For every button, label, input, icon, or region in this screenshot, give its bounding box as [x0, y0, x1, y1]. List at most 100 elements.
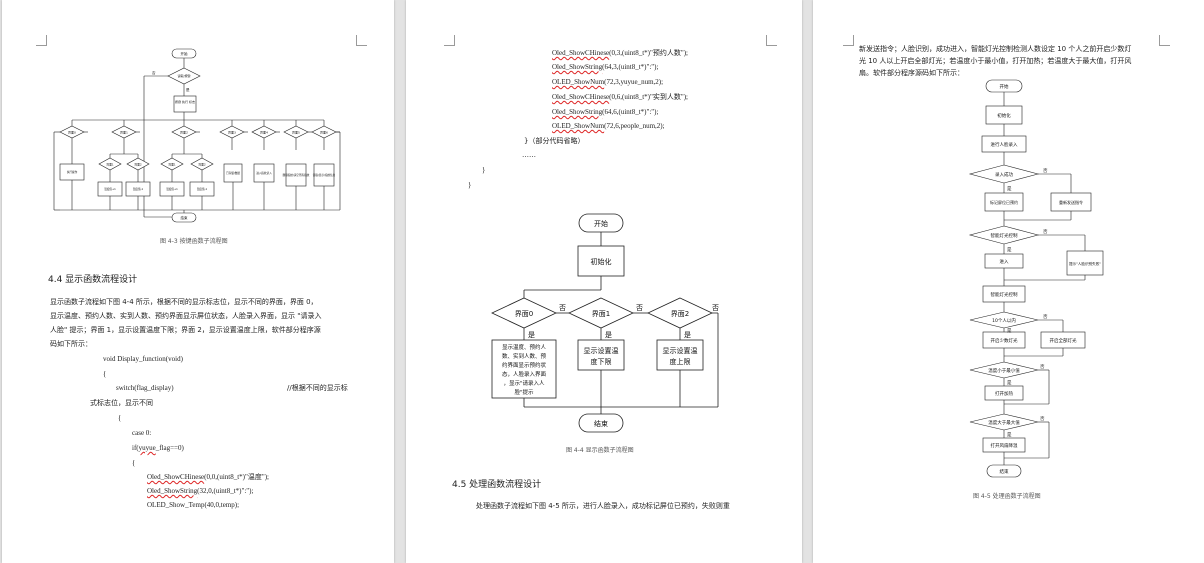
- code-line: Oled_ShowString(64,6,(uint8_t*)":");: [552, 108, 659, 116]
- flow-decision-enroll-success-label: 录入成功: [995, 171, 1013, 178]
- flow-box-resend-label: 重新发送指令: [1059, 199, 1083, 205]
- flow-init-label: 初始化: [997, 112, 1011, 119]
- paragraph-line-1: 新发送指令；人脸识别，成功进入，智能灯光控制检测人数设定 10 个人之前开启少数…: [859, 45, 1132, 53]
- flow-decision-temp-min-label: 温度小于最小值: [988, 367, 1020, 374]
- figure-4-4-display-flowchart: 开始 初始化 界面0 界面1 界面2 否 否 否 是 是 是 显示温度、预约人 …: [491, 213, 719, 433]
- code-line: Oled_ShowCHinese(0,3,(uint8_t*)"预约人数");: [552, 49, 688, 57]
- flow-end-label: 结束: [1000, 468, 1009, 475]
- flow-end-terminator: [578, 413, 624, 433]
- flow-yes-label: 是: [1007, 186, 1012, 192]
- code-line: OLED_ShowNum(72,3,yuyue_num,2);: [552, 78, 664, 86]
- flow-no-label: 否: [1043, 314, 1048, 320]
- flow-no-label: 否: [636, 304, 643, 312]
- code-brace-2: {: [118, 414, 122, 422]
- flow-action-box-label: 温度值-1: [133, 187, 144, 191]
- paragraph-line-1: 处理函数子流程如下图 4-5 所示，进行人脸录入，成功标记屏位已预约，失败则重: [476, 502, 730, 510]
- flow-decision-screen1-label: 界面1: [592, 310, 610, 318]
- code-closing-brace-1: }: [482, 166, 486, 174]
- flow-box-set-flag: [173, 95, 197, 113]
- flow-action-box-label: 进入指纹录入: [256, 171, 272, 175]
- figure-4-4-caption: 图 4-4 显示函数子流程图: [566, 447, 634, 454]
- flow-sub-decision-label: 界面2: [198, 163, 206, 167]
- flow-yes-label: 是: [1007, 432, 1012, 438]
- flow-no-label: 否: [1040, 416, 1045, 422]
- flow-start-label: 开始: [1000, 83, 1009, 90]
- flow-box-face-fail-prompt: [1066, 250, 1104, 276]
- flow-no-label: 否: [1043, 229, 1048, 235]
- crop-mark-top-left: [843, 35, 854, 46]
- code-fn-signature: void Display_function(void): [103, 355, 183, 363]
- flow-action-box-label: 执行操作: [67, 170, 78, 174]
- flow-decision-ten-label: 10个人以内: [992, 317, 1016, 324]
- figure-4-3-caption: 图 4-3 按键函数子流程图: [160, 238, 228, 245]
- code-brace: {: [103, 370, 107, 378]
- flow-yes-label: 是: [1007, 247, 1012, 253]
- flow-end-label: 结束: [594, 419, 608, 428]
- flow-action-box-label: 读取/显示/指纹信息: [313, 173, 336, 177]
- flow-face-enroll-label: 进行人脸录入: [991, 141, 1018, 148]
- flow-box-screen2: [656, 339, 704, 371]
- flow-box-screen0-line: 数、实到人数、预: [502, 352, 547, 360]
- flow-no-label: 否: [712, 304, 719, 312]
- flow-decision-screen-label: 界面3: [228, 131, 236, 135]
- code-if-line: if(yuyue_flag==0): [132, 444, 184, 452]
- paragraph-line-2: 显示温度、预约人数、实到人数、预约界面显示屏位状态，人脸录入界面，显示 "请录入: [50, 312, 322, 320]
- flow-box-screen0-line: 约界面显示预约状: [502, 361, 547, 369]
- flow-no-label: 否: [152, 71, 156, 75]
- flow-all-lights-label: 开启全部灯光: [1050, 337, 1077, 344]
- figure-4-5-caption: 图 4-5 处理函数子流程图: [973, 493, 1041, 500]
- flow-decision-screen-label: 界面6: [320, 131, 328, 135]
- flow-decision-screen0-label: 界面0: [515, 310, 533, 318]
- code-line: Oled_ShowString(64,3,(uint8_t*)":");: [552, 63, 659, 71]
- flow-decision-screen2-label: 界面2: [671, 310, 689, 318]
- code-line-showtemp: OLED_Show_Temp(40,0,temp);: [147, 501, 240, 509]
- flow-action-box-label: 温度值+1: [166, 187, 178, 191]
- paragraph-line-1: 显示函数子流程如下图 4-4 所示，根据不同的显示标志位，显示不同的界面，界面 …: [50, 298, 318, 306]
- flow-no-label: 否: [1040, 364, 1045, 370]
- paragraph-line-3: 扇。软件部分程序源码如下所示：: [859, 69, 964, 77]
- flow-decision-screen-label: 界面1: [120, 131, 128, 135]
- figure-4-5-processing-flowchart: 开始 初始化 进行人脸录入 录入成功 标记屏位已预约 重新发送指令 智能灯光控制…: [968, 79, 1104, 478]
- flow-box-set-flag-label: 按键 执行 标志: [175, 99, 195, 104]
- flow-decision-temp-max-label: 温度大于最大值: [988, 419, 1020, 426]
- flow-yes-label: 是: [684, 331, 691, 339]
- flow-fan-label: 打开风扇降温: [991, 442, 1018, 449]
- flow-heat-label: 打开加热: [995, 390, 1013, 397]
- flow-yes-label: 是: [1007, 328, 1012, 334]
- flow-start-label: 开始: [594, 219, 608, 228]
- crop-mark-top-right: [1159, 35, 1170, 46]
- code-comment-1: //根据不同的显示标: [287, 384, 348, 392]
- flow-end-label: 结束: [181, 215, 188, 220]
- document-page-3: 新发送指令；人脸识别，成功进入，智能灯光控制检测人数设定 10 个人之前开启少数…: [813, 0, 1204, 563]
- flow-init-box: [577, 245, 625, 277]
- flow-action-box-label: 温度值+1: [104, 187, 116, 191]
- code-closing-brace-2: }: [468, 181, 472, 189]
- flow-yes-label: 是: [186, 87, 190, 92]
- flow-init-label: 初始化: [591, 257, 612, 266]
- flow-end-terminator: [986, 464, 1022, 478]
- flow-decision-smart-light-label: 智能灯光控制: [991, 232, 1018, 239]
- code-switch: switch(flag_display): [116, 384, 174, 392]
- flow-action-box-label: 删除指纹/清空所有指纹: [283, 173, 310, 177]
- code-ellipsis: ……: [522, 151, 536, 159]
- flow-box-screen0-line: ，显示"请录入人: [503, 379, 545, 387]
- code-line-showstring: Oled_ShowString(32,0,(uint8_t*)":");: [147, 487, 254, 495]
- flow-sub-decision-label: 界面2: [134, 163, 142, 167]
- flow-box-screen2-line: 度上限: [670, 357, 691, 366]
- code-omitted-note: }（部分代码省略）: [524, 137, 585, 145]
- code-line: Oled_ShowCHinese(0,6,(uint8_t*)"实到人数");: [552, 93, 688, 101]
- flow-box-screen0-line: 显示温度、预约人: [502, 343, 547, 351]
- flow-yes-label: 是: [528, 331, 535, 339]
- flow-start-label: 开始: [181, 51, 188, 56]
- crop-mark-top-left: [444, 35, 455, 46]
- flow-box-screen0-line: 脸"提示: [514, 388, 534, 396]
- flow-box-screen1-line: 显示设置温: [584, 346, 619, 355]
- code-comment-2: 式标志位，显示不同: [90, 399, 153, 407]
- crop-mark-top-right: [356, 35, 367, 46]
- flow-enter-label: 进入: [1000, 258, 1009, 265]
- code-line-showchinese: Oled_ShowCHinese(0,0,(uint8_t*)"温度");: [147, 473, 269, 481]
- flow-end-terminator: [171, 212, 197, 223]
- flow-box-screen1-line: 度下限: [591, 357, 612, 366]
- flow-decision-screen-label: 界面5: [292, 131, 300, 135]
